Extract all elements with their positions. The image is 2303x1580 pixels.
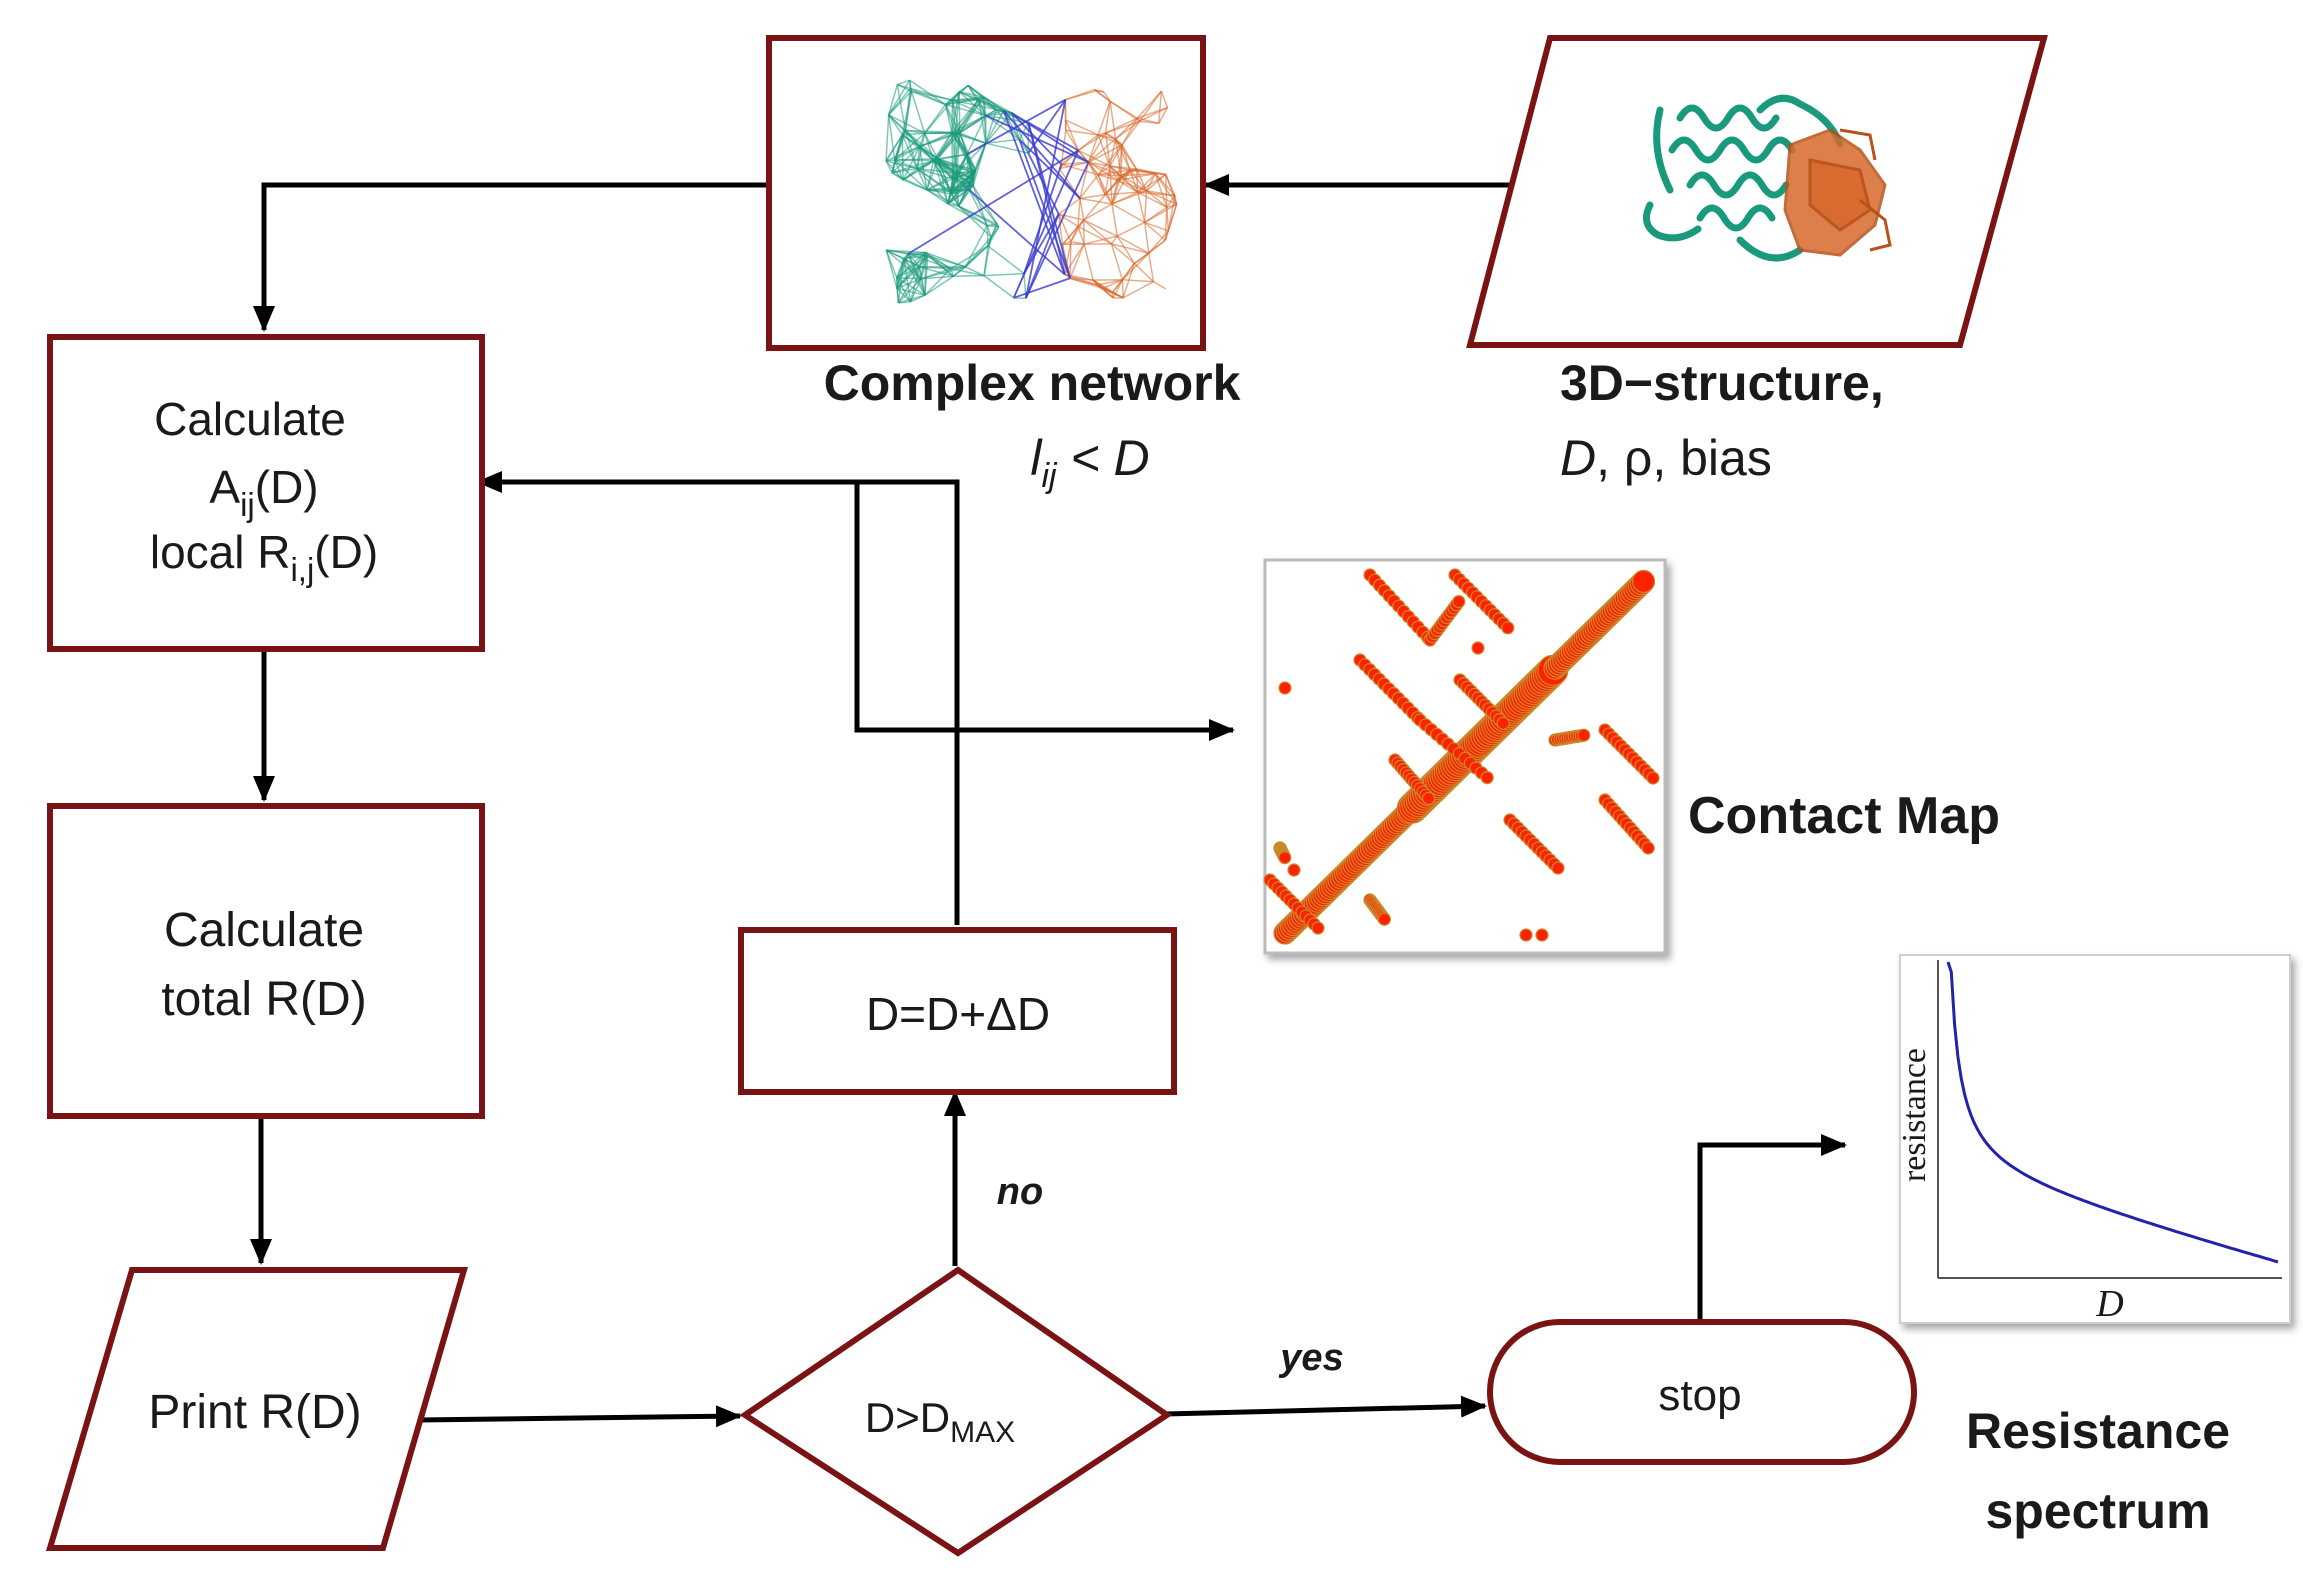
contact-point [1481,772,1493,784]
calc-local-line1: Calculate [154,393,346,445]
contact-point [1633,570,1655,592]
plot-ylabel: resistance [1896,1048,1933,1182]
contact-point [1647,772,1659,784]
contact-point [1288,864,1300,876]
contact-point [1552,862,1564,874]
complex-network-caption: Complex network [824,355,1241,411]
print-label: Print R(D) [148,1386,361,1439]
contact-map-caption: Contact Map [1688,787,2000,845]
network-edge [1070,242,1071,279]
structure-caption-line1: 3D−structure, [1560,355,1884,411]
stop-label: stop [1658,1371,1741,1420]
contact-map-icon [1264,560,1665,953]
contact-point [1378,913,1390,925]
network-edge [1096,91,1103,92]
contact-point [1279,682,1291,694]
network-edge [1122,280,1123,298]
network-edge [925,252,926,295]
network-condition: lij < D [1030,430,1149,495]
resistance-caption-line1: Resistance [1966,1403,2230,1459]
contact-point [1502,622,1514,634]
structure-parallelogram [1470,38,2044,345]
contact-point [1497,717,1509,729]
plot-xlabel: D [2095,1283,2123,1325]
edge-increment-to-calc [478,482,957,925]
resistance-curve-icon: D resistance [1896,955,2290,1325]
edge-to-contact-map [857,482,1233,730]
contact-point [1578,729,1590,741]
contact-point [1312,922,1324,934]
contact-point [1423,792,1435,804]
edge-no-label: no [997,1171,1043,1213]
structure-caption-line2: D, ρ, bias [1560,430,1772,486]
edge-yes-label: yes [1278,1337,1343,1379]
contact-point [1536,929,1548,941]
calc-total-line2: total R(D) [161,973,366,1026]
resistance-caption-line2: spectrum [1985,1483,2210,1539]
contact-point [1279,852,1291,864]
contact-point [1472,642,1484,654]
edge-network-to-calc [264,185,766,330]
edge-decision-yes [1165,1406,1485,1414]
network-edge [953,276,984,277]
edge-stop-to-plot [1700,1145,1845,1320]
increment-label: D=D+ΔD [866,988,1050,1040]
decision-diamond [745,1270,1167,1553]
calc-total-line1: Calculate [164,904,364,957]
contact-point [1520,929,1532,941]
contact-point [1642,842,1654,854]
edge-print-to-decision [418,1416,740,1420]
contact-point [1453,596,1465,608]
calc-total-box [50,806,482,1116]
